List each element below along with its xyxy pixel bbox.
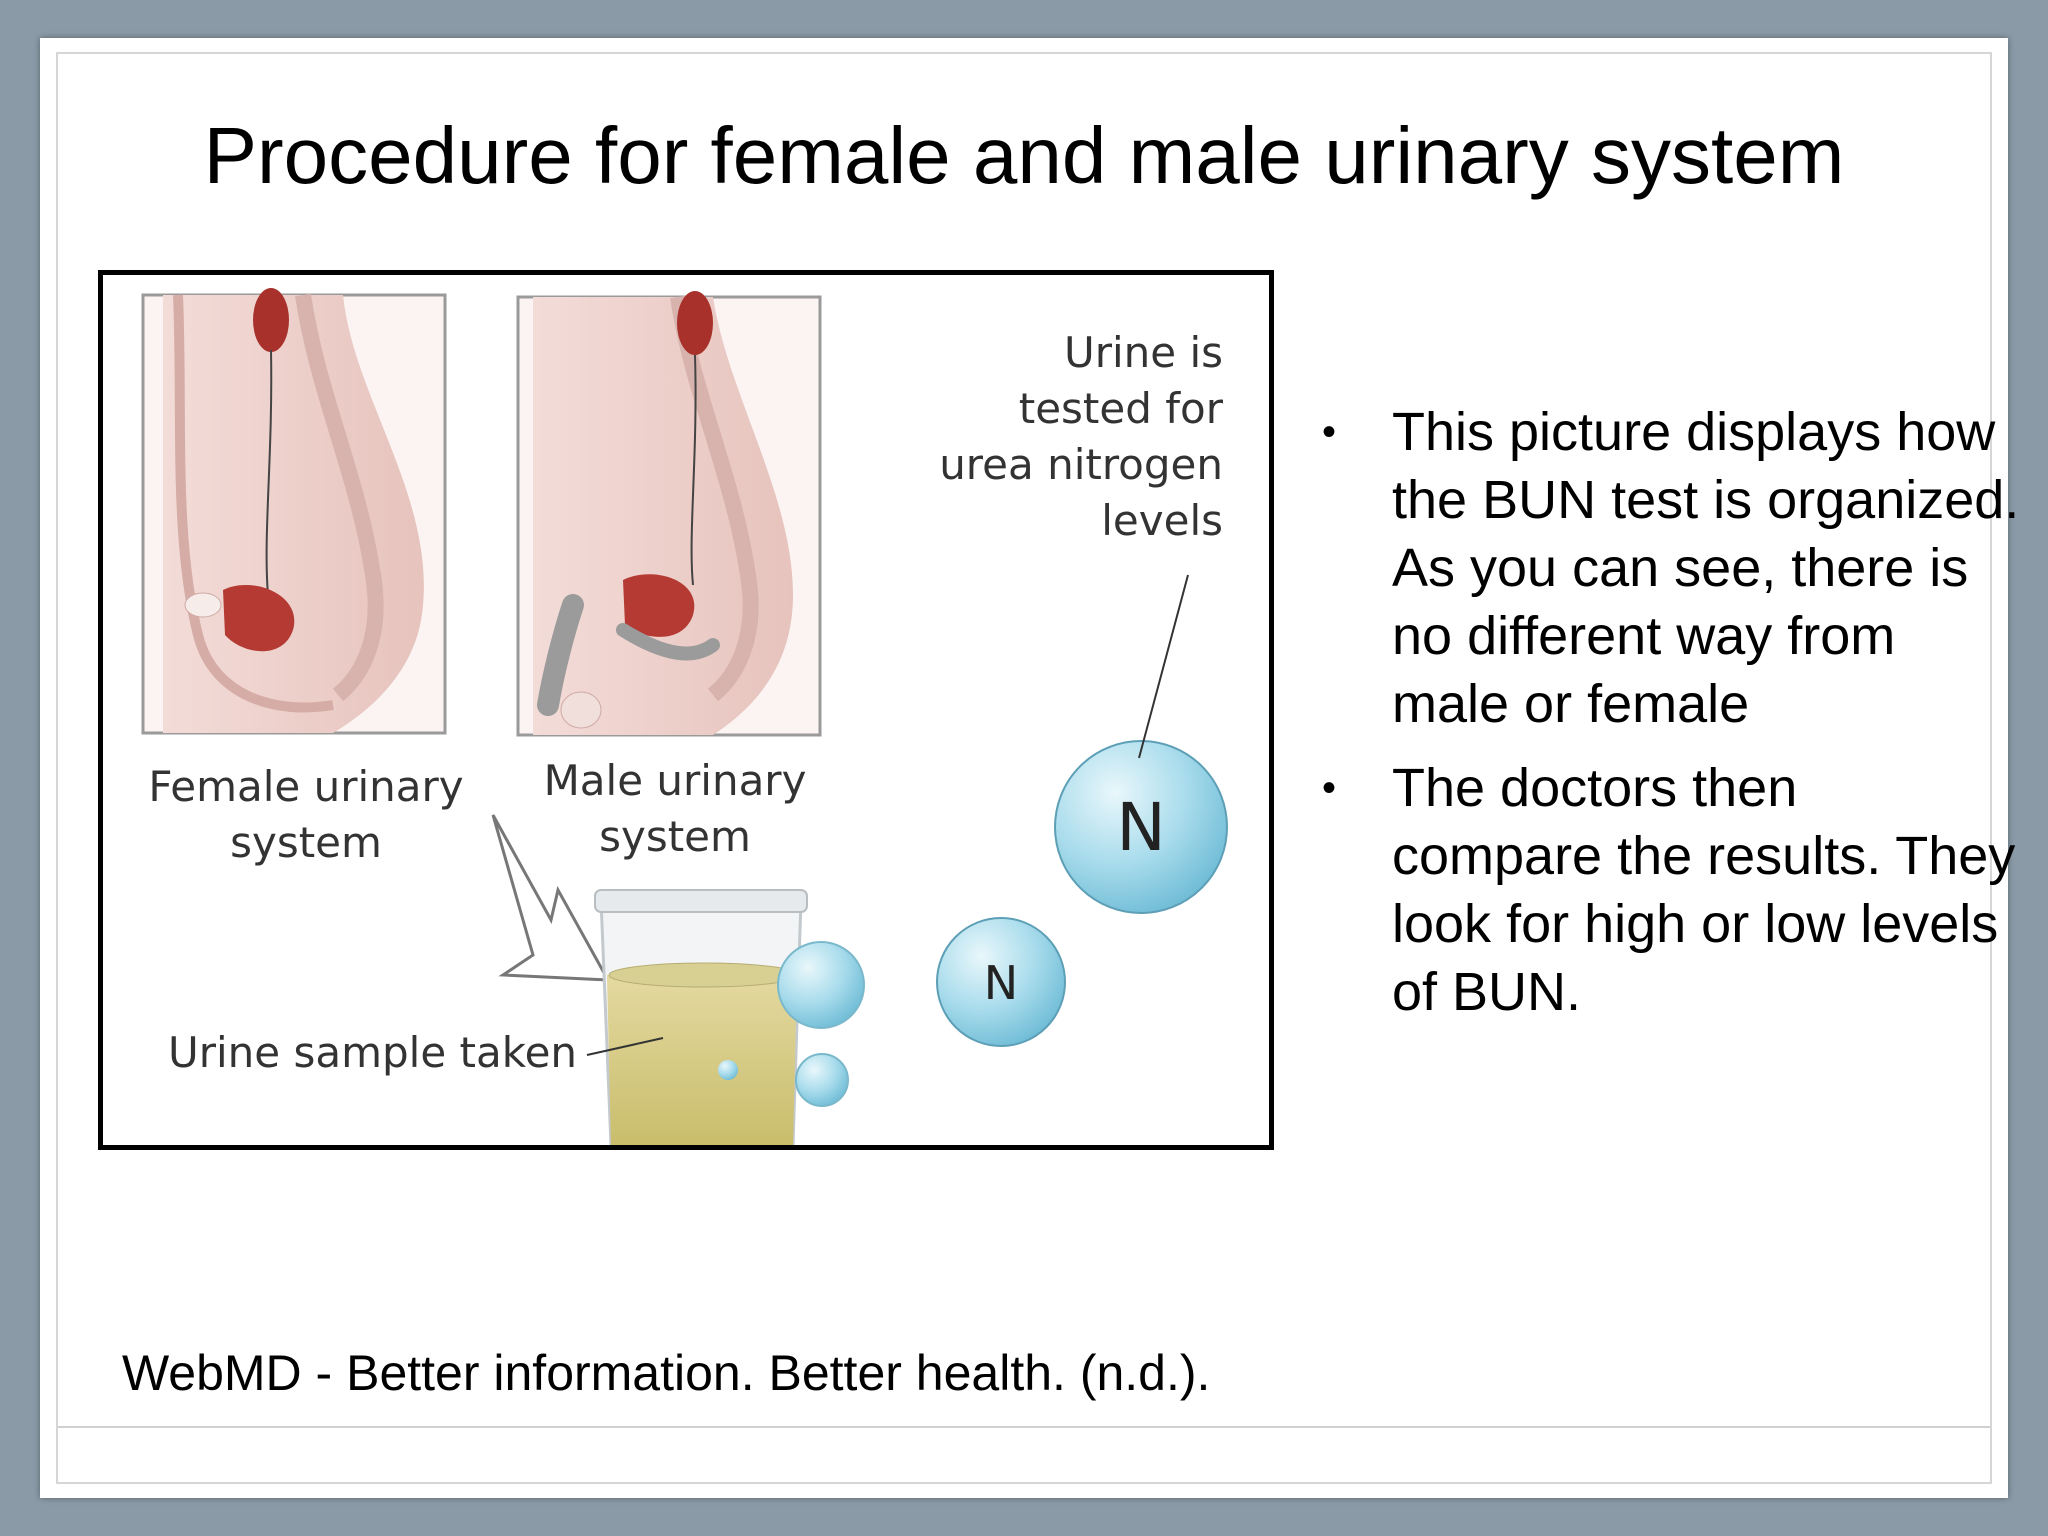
bullet-text: This picture displays how the BUN test i…: [1392, 402, 2020, 734]
bullet-list: • This picture displays how the BUN test …: [1282, 398, 2022, 1042]
footer-divider: [58, 1426, 1990, 1428]
bullet-item: • The doctors then compare the results. T…: [1282, 754, 2022, 1026]
slide: Procedure for female and male urinary sy…: [40, 38, 2019, 1498]
label-female-urinary-system: Female urinary system: [148, 762, 464, 867]
bullet-icon: •: [1322, 766, 1337, 810]
atom-medium: [777, 941, 865, 1029]
label-urine-tested: Urine is tested for urea nitrogen levels: [939, 328, 1223, 545]
atom-small-label: N: [983, 956, 1019, 1010]
female-anatomy-panel: [141, 288, 447, 735]
atom-tiny: [795, 1053, 849, 1107]
label-urine-sample-taken: Urine sample taken: [168, 1028, 578, 1077]
label-male-urinary-system: Male urinary system: [543, 756, 807, 861]
atom-large-n: [1054, 740, 1228, 914]
bullet-item: • This picture displays how the BUN test …: [1282, 398, 2022, 738]
slide-frame: [56, 52, 1992, 1484]
citation: WebMD - Better information. Better healt…: [122, 1345, 1211, 1401]
bun-test-illustration: Female urinary system Male urinary syste…: [98, 270, 1274, 1150]
urine-cup: [594, 889, 808, 1145]
bullet-icon: •: [1322, 410, 1337, 454]
bullet-text: The doctors then compare the results. Th…: [1392, 758, 2016, 1022]
atom-large-label: N: [1116, 789, 1166, 866]
sample-leader-line: [586, 1037, 664, 1056]
slide-title: Procedure for female and male urinary sy…: [203, 111, 1845, 200]
male-anatomy-panel: [516, 291, 822, 737]
atom-small-n: [936, 917, 1066, 1047]
illustration-graphic: [141, 288, 1228, 1145]
tested-leader-line: [1138, 574, 1189, 759]
